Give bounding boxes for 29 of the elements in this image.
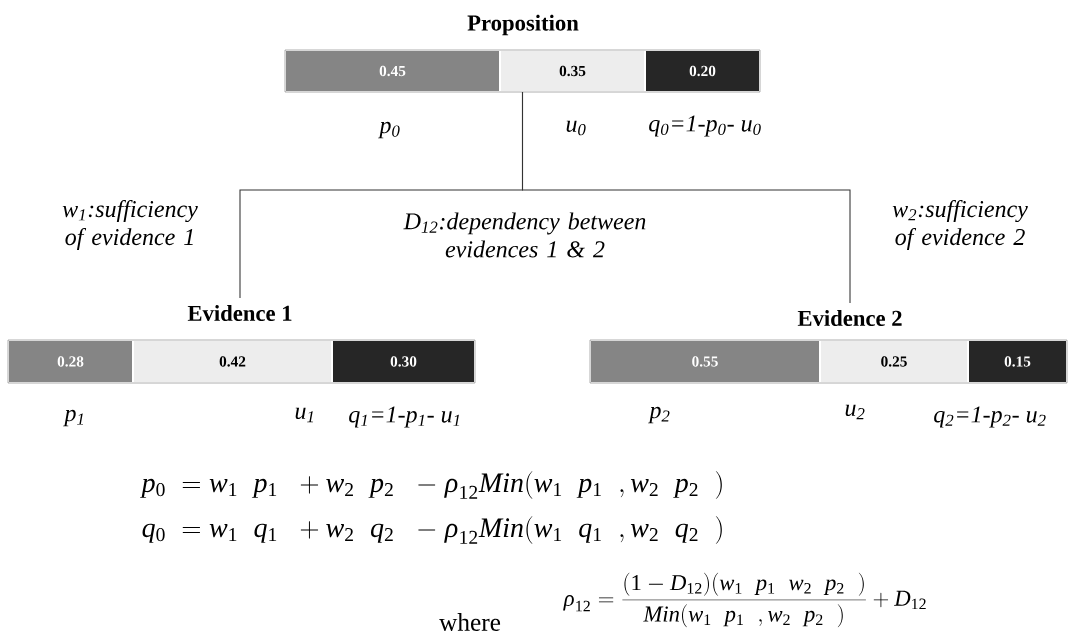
bar-segment: 0.28 bbox=[9, 341, 132, 382]
bar-segment: 0.55 bbox=[591, 341, 819, 382]
segment-label: q$_{2}$=1-p$_{2}$- u$_{2}$ bbox=[934, 406, 1046, 428]
connector-line bbox=[521, 91, 851, 304]
bar-segment: 0.35 bbox=[501, 51, 644, 91]
segment-label: p$_{2}$ bbox=[648, 406, 670, 424]
annotation: w$_{2}$:sufficiency of evidence 2 bbox=[892, 200, 1028, 250]
bar-segment: 0.30 bbox=[333, 341, 474, 382]
segment-label: u$_{1}$ bbox=[295, 407, 314, 423]
heading: Proposition bbox=[467, 14, 579, 36]
heading: Evidence 2 bbox=[797, 310, 902, 326]
segment-label: q$_{0}$=1-p$_{0}$- u$_{0}$ bbox=[649, 115, 761, 137]
bar-segment: 0.25 bbox=[821, 341, 967, 382]
equation: $p_{0} \;= w_{1}\;\; p_{1}\;\; + w_{2}\;\; p_{2}\;\; - \rho_{12} Min(w_{1}\;\; p_{1}\;\;, w_{2}\;\; p_{2}\;\;)$ bbox=[139, 471, 722, 499]
annotation: where bbox=[439, 613, 501, 631]
heading: Evidence 1 bbox=[187, 305, 292, 321]
bar-segment: 0.42 bbox=[134, 341, 331, 382]
equation: $\rho_{12} = \frac{(1 - D_{12})(w_{1}\;\; p_{1}\;\; w_{2}\;\; p_{2}\;\;)}{Min(w_{1}\;\; p_{1}\;\;, w_{2}\;\; p_{2}\;\;)} + D_{12}$ bbox=[563, 572, 926, 628]
bar-segment: 0.45 bbox=[286, 51, 499, 91]
segment-label: p$_{1}$ bbox=[63, 409, 84, 427]
segment-label: u$_{2}$ bbox=[845, 404, 865, 420]
segment-label: q$_{1}$=1-p$_{1}$- u$_{1}$ bbox=[349, 406, 460, 428]
segment-label: u$_{0}$ bbox=[566, 120, 586, 136]
annotation: D$_{12}$:dependency between evidences 1 & 2 bbox=[403, 212, 646, 258]
segment-label: p$_{0}$ bbox=[378, 121, 400, 139]
equation: $q_{0} \;= w_{1}\;\; q_{1}\;\; + w_{2}\;\; q_{2}\;\; - \rho_{12} Min(w_{1}\;\; q_{1}\;\;, w_{2}\;\; q_{2}\;\;)$ bbox=[142, 516, 722, 544]
bar-segment: 0.20 bbox=[646, 51, 759, 91]
annotation: w$_{1}$:sufficiency of evidence 1 bbox=[62, 200, 198, 250]
bar-segment: 0.15 bbox=[969, 341, 1066, 382]
